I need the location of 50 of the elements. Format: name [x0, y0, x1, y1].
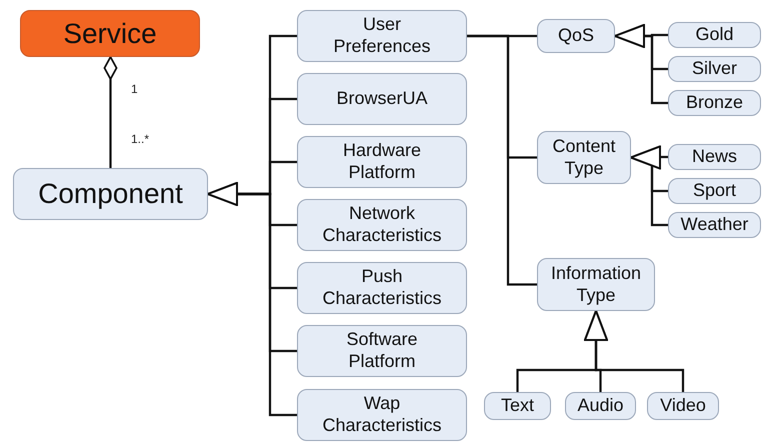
- class-box: [297, 136, 467, 188]
- class-box: [647, 392, 719, 420]
- class-name: Bronze: [686, 92, 744, 114]
- multiplicity-label: 1: [131, 81, 138, 98]
- class-name: User Preferences: [332, 14, 432, 58]
- class-name: Wap Characteristics: [321, 393, 443, 437]
- class-name: Video: [660, 395, 706, 417]
- class-box: [668, 178, 761, 204]
- class-box: [668, 90, 761, 116]
- class-box: [565, 392, 636, 420]
- inheritance-arrow: [630, 146, 668, 226]
- class-box: [297, 389, 467, 441]
- class-box: [668, 22, 761, 48]
- class-name: Sport: [692, 180, 736, 202]
- connector-line: [467, 34, 537, 286]
- class-name: BrowserUA: [336, 88, 428, 110]
- class-box: [484, 392, 551, 420]
- class-name: Information Type: [550, 262, 642, 306]
- class-box: [297, 325, 467, 377]
- class-name: Service: [63, 16, 157, 50]
- class-box: [668, 212, 761, 238]
- class-box: [297, 262, 467, 314]
- aggregation-line: [104, 56, 118, 168]
- class-name: Component: [38, 177, 183, 211]
- class-name: Hardware Platform: [342, 140, 422, 184]
- class-box: [537, 258, 655, 311]
- class-name: Content Type: [552, 136, 616, 180]
- class-name: Network Characteristics: [321, 203, 443, 247]
- class-box: [537, 19, 615, 53]
- class-name: Software Platform: [345, 329, 419, 373]
- class-box: [297, 10, 467, 62]
- multiplicity-label: 1..*: [131, 131, 150, 148]
- inheritance-arrow: [207, 182, 297, 416]
- class-name: Silver: [692, 58, 737, 80]
- inheritance-arrow: [614, 24, 668, 104]
- class-name: Text: [501, 395, 534, 417]
- class-box: [668, 56, 761, 82]
- class-name: Gold: [695, 24, 734, 46]
- class-name: Push Characteristics: [321, 266, 443, 310]
- class-name: Audio: [577, 395, 624, 417]
- class-box: [668, 144, 761, 170]
- class-name: News: [692, 146, 737, 168]
- class-box: [537, 131, 631, 184]
- class-box: [297, 199, 467, 251]
- class-box: [20, 10, 200, 57]
- class-name: QoS: [558, 25, 594, 47]
- class-box: [13, 168, 208, 220]
- class-name: Weather: [680, 214, 748, 236]
- class-box: [297, 73, 467, 125]
- inheritance-arrow: [584, 310, 684, 392]
